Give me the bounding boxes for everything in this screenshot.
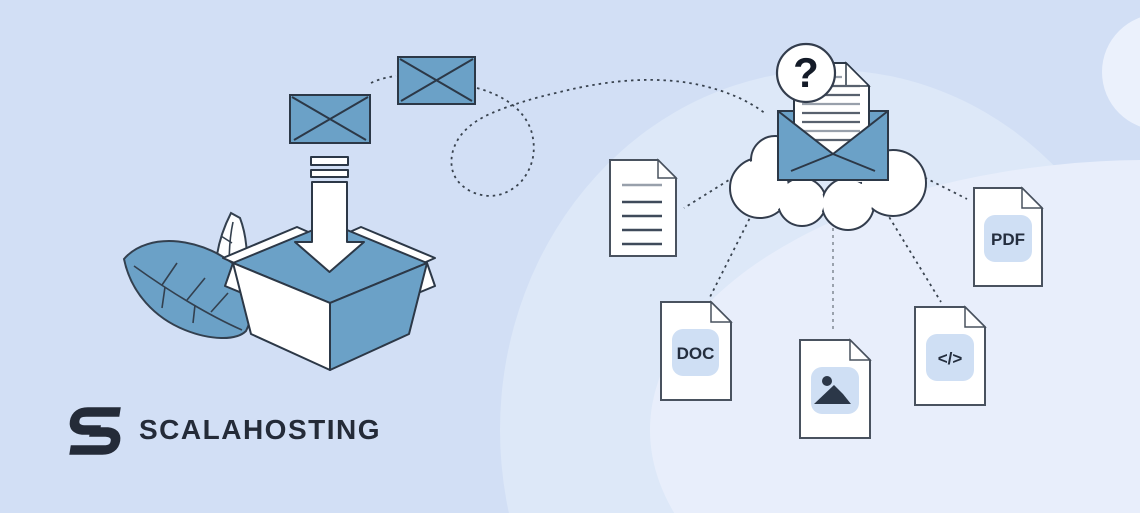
code-badge <box>926 334 974 381</box>
image-file-icon <box>799 338 872 439</box>
download-arrow-icon <box>294 156 365 273</box>
box-side-face <box>329 262 428 371</box>
envelope-icon <box>397 56 476 105</box>
dashed-connector-envelopes <box>370 75 397 84</box>
logo-wordmark: SCALAHOSTING <box>139 414 381 445</box>
pdf-label: PDF <box>991 230 1025 249</box>
open-box-illustration <box>222 156 436 371</box>
envelope-icon <box>289 94 371 144</box>
code-file-icon: </> <box>914 305 987 406</box>
file-icons: DOC </> PDF <box>609 158 1044 439</box>
envelope-front <box>777 110 889 181</box>
background-corner-circle <box>1102 17 1140 127</box>
doc-label: DOC <box>677 344 715 363</box>
blank-document-icon <box>609 158 678 257</box>
dashed-loop-path <box>450 78 767 197</box>
question-mark-icon: ? <box>775 42 837 104</box>
dashed-line-to-blank-doc <box>683 169 746 209</box>
code-label: </> <box>938 349 963 368</box>
doc-badge <box>672 329 719 376</box>
scalahosting-logo: SCALAHOSTING <box>66 403 381 457</box>
pdf-file-icon: PDF <box>973 186 1044 287</box>
picture-glyph-icon <box>814 376 851 404</box>
doc-file-icon: DOC <box>660 300 733 401</box>
blue-leaf-icon <box>122 240 255 339</box>
scalahosting-logo-icon <box>69 407 121 455</box>
question-mark-text: ? <box>793 49 819 96</box>
flying-envelopes <box>289 56 476 144</box>
pdf-badge <box>984 215 1032 262</box>
